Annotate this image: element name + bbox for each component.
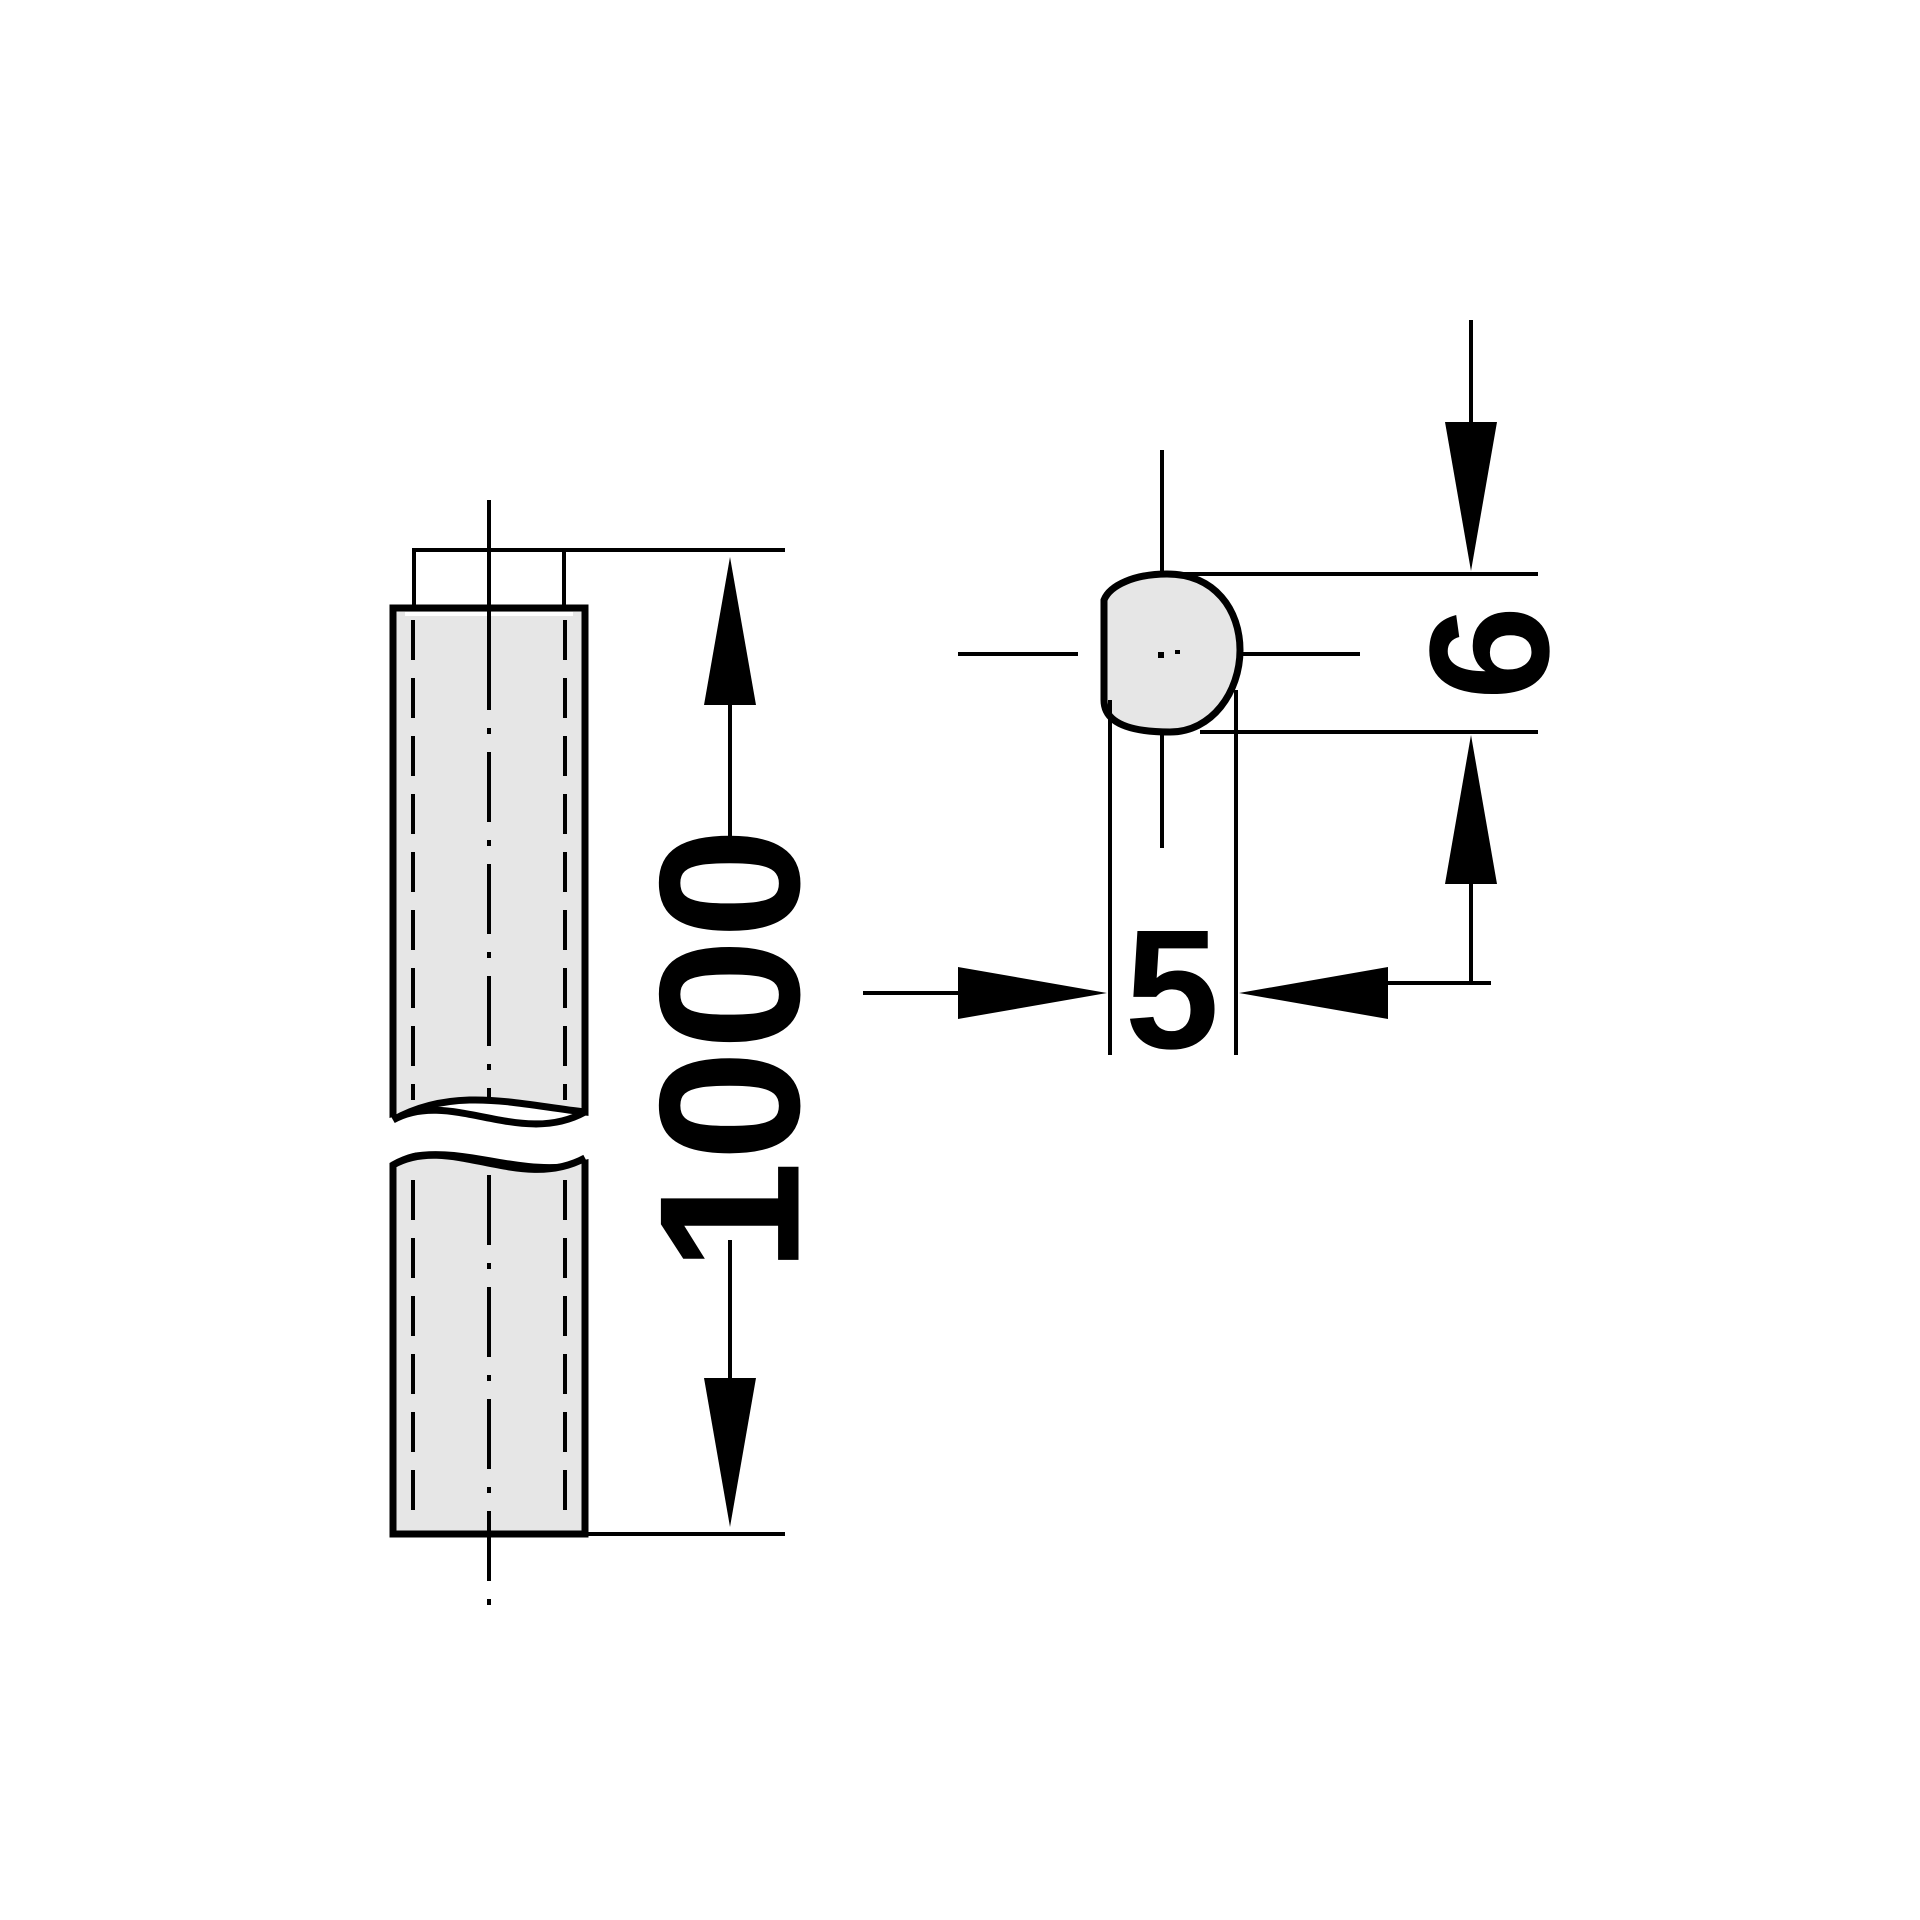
- height-label: 6: [1395, 606, 1585, 701]
- height-arrow-bottom: [1445, 735, 1497, 884]
- width-arrow-left: [958, 967, 1107, 1019]
- width-arrow-right: [1239, 967, 1388, 1019]
- length-label: 1000: [619, 828, 842, 1273]
- length-arrow-top: [704, 557, 756, 705]
- section-profile: [1100, 570, 1244, 736]
- side-view: 1000: [380, 500, 842, 1615]
- section-center-dot: [1158, 652, 1164, 658]
- length-arrow-bottom: [704, 1378, 756, 1527]
- break-line-lower: [391, 1151, 587, 1173]
- height-arrow-top: [1445, 422, 1497, 571]
- break-line-upper: [391, 1106, 587, 1128]
- cross-section-view: 6 5: [863, 320, 1585, 1085]
- width-label: 5: [1125, 895, 1220, 1085]
- section-center-dot-2: [1175, 650, 1180, 654]
